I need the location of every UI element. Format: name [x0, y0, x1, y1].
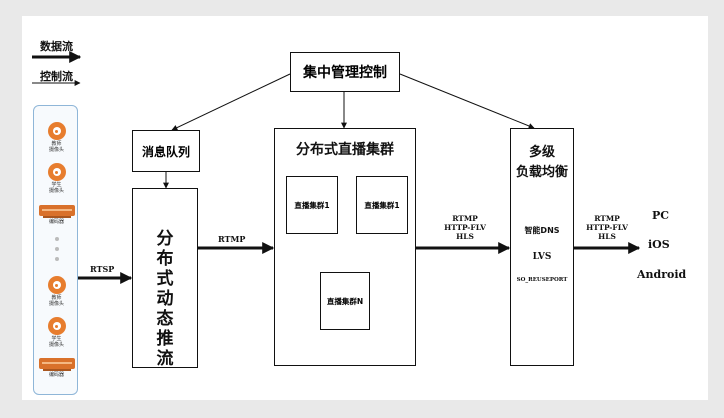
encoder-icon	[38, 358, 75, 371]
device-teacher-camera-1: 教师摄像头	[34, 122, 79, 153]
device-ellipsis	[34, 234, 79, 264]
live-cluster-box: 分布式直播集群	[274, 128, 416, 366]
device-label: 教师摄像头	[48, 141, 64, 153]
encoder-icon	[38, 205, 75, 218]
camera-icon	[47, 122, 66, 140]
cluster-node-2: 直播集群1	[356, 176, 408, 234]
device-student-camera-1: 学生摄像头	[34, 163, 79, 194]
push-stream-box: 分 布 式 动 态 推 流	[132, 188, 198, 369]
load-balancer-title-1: 多级	[528, 145, 555, 160]
central-control-box: 集中管理控制	[290, 52, 400, 92]
smart-dns-label: 智能DNS	[524, 226, 560, 235]
connector-layer	[32, 51, 641, 284]
device-panel: 教师摄像头 学生摄像头 编码器 教师摄像头 学生摄像头 编码器	[33, 105, 78, 395]
cluster-node-2-label: 直播集群1	[364, 200, 400, 210]
client-ios: iOS	[648, 238, 670, 251]
cluster-node-n: 直播集群N	[320, 272, 370, 330]
load-balancer-box: 多级 负载均衡 智能DNS LVS SO_REUSEPORT	[510, 128, 574, 366]
device-label: 学生摄像头	[48, 336, 64, 348]
control-to-balancer-arrow	[399, 73, 535, 129]
load-balancer-title-2: 负载均衡	[515, 165, 568, 180]
cluster-protocols-label: RTMP HTTP-FLV HLS	[444, 214, 486, 241]
client-protocols-label: RTMP HTTP-FLV HLS	[586, 214, 628, 241]
device-teacher-camera-2: 教师摄像头	[34, 276, 79, 307]
message-queue-label: 消息队列	[141, 144, 190, 159]
lvs-label: LVS	[532, 252, 552, 262]
ellipsis-dot	[54, 247, 59, 251]
device-label: 学生摄像头	[48, 182, 64, 194]
central-control-label: 集中管理控制	[303, 65, 387, 81]
camera-icon	[47, 276, 66, 294]
ellipsis-dot	[54, 237, 59, 241]
camera-icon	[47, 163, 66, 181]
push-stream-label: 分 布 式 动 态 推 流	[156, 229, 174, 369]
camera-icon	[47, 317, 66, 335]
client-android: Android	[637, 268, 687, 281]
legend-data-flow-label: 数据流	[40, 40, 73, 53]
cluster-node-n-label: 直播集群N	[326, 296, 364, 306]
ellipsis-dot	[54, 257, 59, 261]
control-to-queue-arrow	[171, 73, 291, 131]
message-queue-box: 消息队列	[132, 130, 200, 172]
device-label: 教师摄像头	[48, 295, 64, 307]
device-student-camera-2: 学生摄像头	[34, 317, 79, 348]
diagram-canvas: 数据流 控制流 教师摄像头 学生摄像头 编码器 教师摄像头 学生摄像头	[22, 16, 708, 400]
device-encoder-2: 编码器	[34, 358, 79, 378]
legend-control-flow-label: 控制流	[40, 70, 73, 83]
cluster-node-1-label: 直播集群1	[294, 200, 330, 210]
rtsp-label: RTSP	[90, 264, 115, 274]
so-reuseport-label: SO_REUSEPORT	[516, 277, 568, 283]
device-label: 编码器	[48, 219, 64, 225]
rtmp-label: RTMP	[218, 234, 246, 244]
device-label: 编码器	[48, 372, 64, 378]
cluster-node-1: 直播集群1	[286, 176, 338, 234]
live-cluster-title: 分布式直播集群	[296, 142, 394, 158]
client-pc: PC	[652, 209, 670, 222]
device-encoder-1: 编码器	[34, 205, 79, 225]
